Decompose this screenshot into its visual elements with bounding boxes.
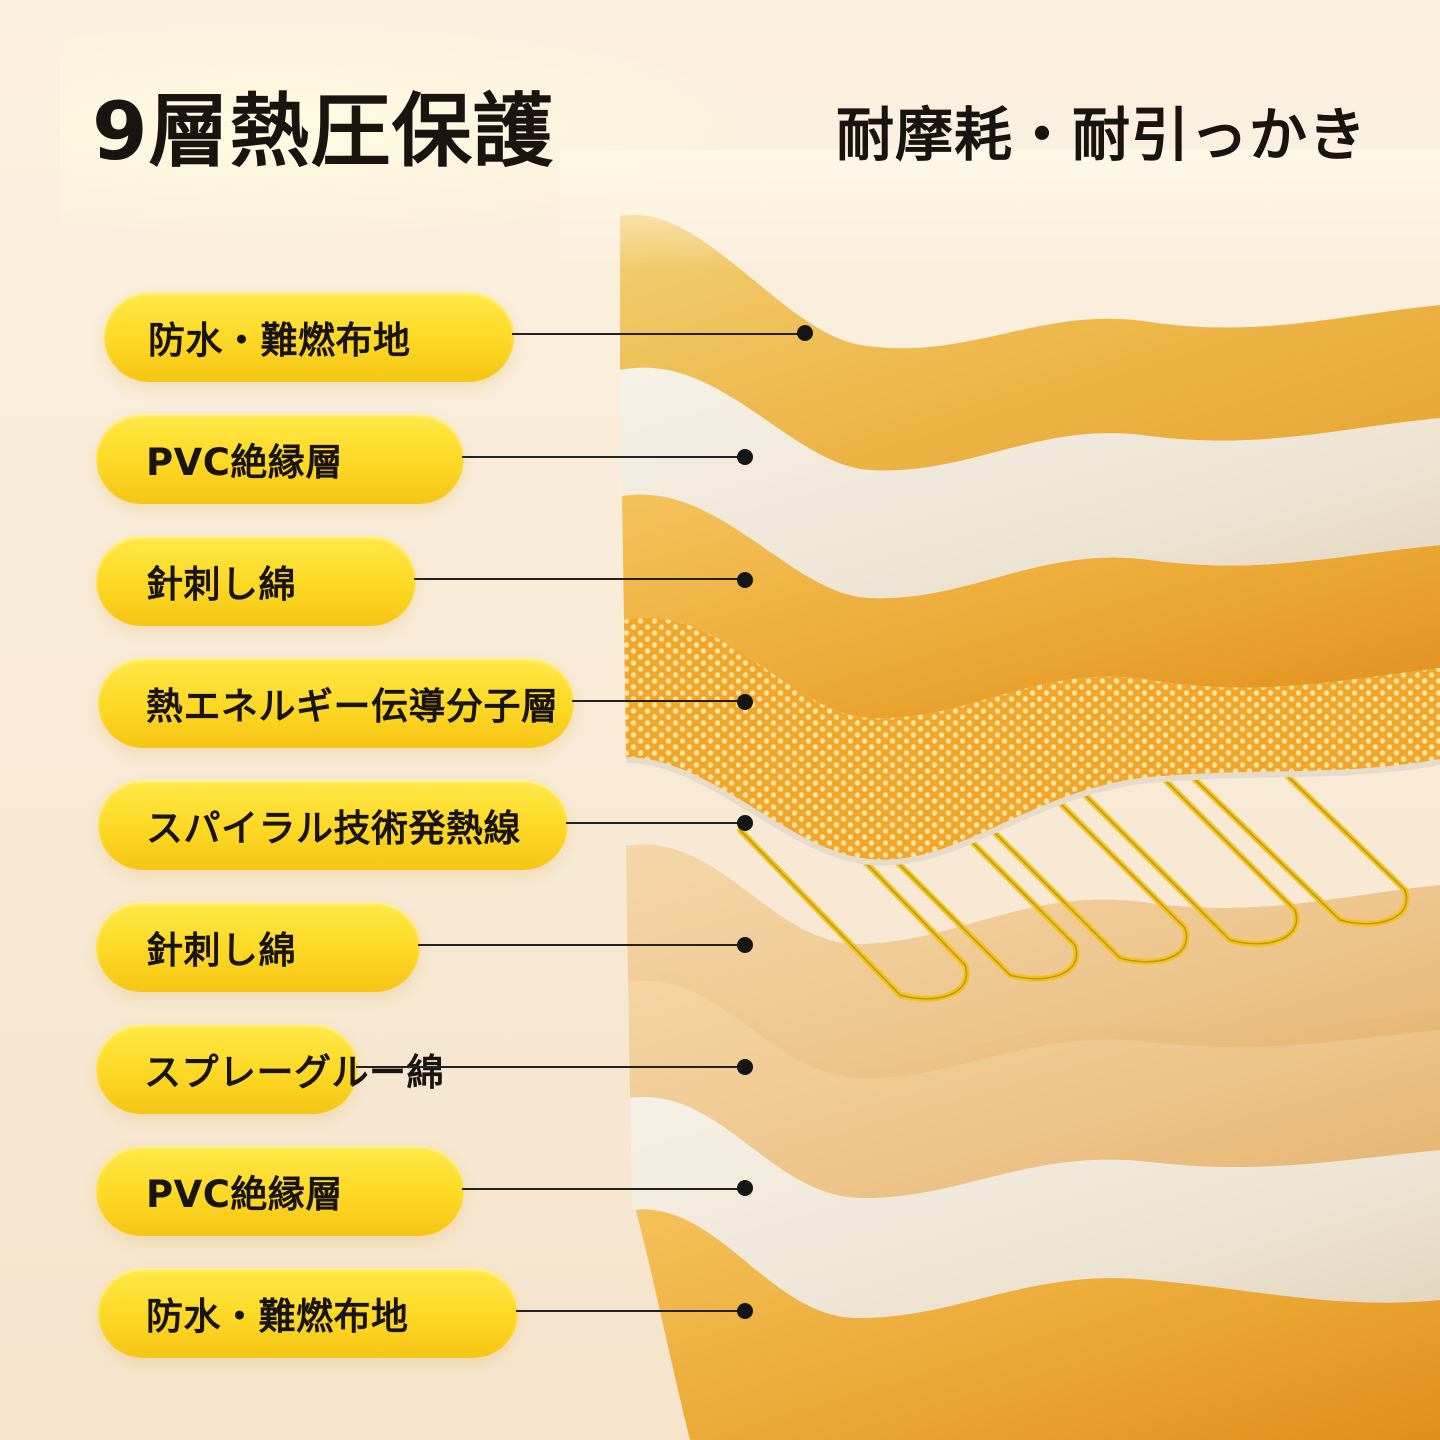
leader-dot-4 <box>737 694 753 710</box>
layer-9-fabric <box>632 1194 1440 1440</box>
layer-label-4: 熱エネルギー伝導分子層 <box>98 658 574 748</box>
leader-dot-6 <box>737 937 753 953</box>
page-title: 9層熱圧保護 <box>92 85 554 178</box>
leader-line-6 <box>418 944 744 946</box>
layer-label-5-text: スパイラル技術発熱線 <box>146 807 521 850</box>
layer-label-7: スプレーグルー綿 <box>96 1024 444 1114</box>
layer-label-1-text: 防水・難燃布地 <box>148 319 411 362</box>
leader-line-9 <box>516 1310 744 1312</box>
layer-label-2: PVC絶縁層 <box>96 414 464 504</box>
layer-8-pvc <box>630 1083 1440 1319</box>
layer-6-needle-cotton <box>626 844 1440 1079</box>
leader-dot-8 <box>737 1180 753 1196</box>
leader-dot-9 <box>737 1303 753 1319</box>
layer-label-5: スパイラル技術発熱線 <box>98 780 568 870</box>
leader-line-3 <box>414 578 744 580</box>
layer-7-spray-cotton <box>628 968 1440 1199</box>
layer-label-2-text: PVC絶縁層 <box>146 441 343 484</box>
leader-dot-7 <box>737 1059 753 1075</box>
layer-4-mesh <box>624 617 1440 863</box>
layer-label-8-text: PVC絶縁層 <box>146 1173 343 1216</box>
layer-2-pvc <box>620 367 1440 599</box>
layer-label-9: 防水・難燃布地 <box>98 1268 518 1358</box>
layer-label-3: 針刺し綿 <box>96 536 416 626</box>
layer-label-4-text: 熱エネルギー伝導分子層 <box>146 685 559 728</box>
leader-line-1 <box>512 333 806 335</box>
layer-label-9-text: 防水・難燃布地 <box>146 1295 409 1338</box>
heating-wire <box>737 732 1410 1002</box>
leader-dot-3 <box>737 572 753 588</box>
layer-label-6: 針刺し綿 <box>96 902 420 992</box>
leader-line-5 <box>566 822 744 824</box>
layer-label-1: 防水・難燃布地 <box>104 292 514 382</box>
layer-label-3-text: 針刺し綿 <box>146 563 296 606</box>
layer-label-6-text: 針刺し綿 <box>146 929 296 972</box>
leader-line-7 <box>356 1066 744 1068</box>
leader-dot-5 <box>737 815 753 831</box>
leader-line-8 <box>462 1188 744 1190</box>
layer-label-8: PVC絶縁層 <box>96 1146 464 1236</box>
layer-label-7-text: スプレーグルー綿 <box>144 1051 444 1094</box>
layer-1-fabric <box>620 214 1440 471</box>
page-subtitle: 耐摩耗・耐引っかき <box>836 101 1368 169</box>
leader-dot-2 <box>737 449 753 465</box>
leader-line-2 <box>462 456 744 458</box>
leader-line-4 <box>572 700 744 702</box>
layer-3-needle-cotton <box>622 494 1440 719</box>
leader-dot-1 <box>797 325 813 341</box>
